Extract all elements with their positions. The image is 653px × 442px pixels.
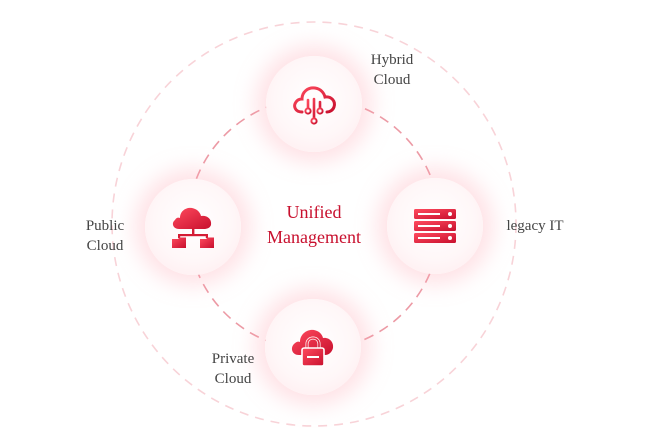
private-cloud-node: [265, 299, 361, 395]
private-cloud-label: Private Cloud: [211, 351, 255, 387]
legacy-it-node: [387, 178, 483, 274]
hybrid-cloud-node: [266, 56, 362, 152]
public-cloud-node: [145, 179, 241, 275]
cloud-lock-icon: [291, 329, 334, 367]
outer-dashed-ring: [111, 21, 517, 427]
cloud-circuit-icon: [293, 86, 336, 125]
hybrid-cloud-label: Hybrid Cloud: [370, 52, 414, 88]
public-cloud-label: Public Cloud: [85, 218, 125, 254]
cloud-folders-icon: [172, 207, 214, 248]
center-title: Unified Management: [267, 202, 361, 247]
legacy-it-label: legacy IT: [506, 218, 564, 234]
server-rack-icon: [414, 209, 456, 243]
